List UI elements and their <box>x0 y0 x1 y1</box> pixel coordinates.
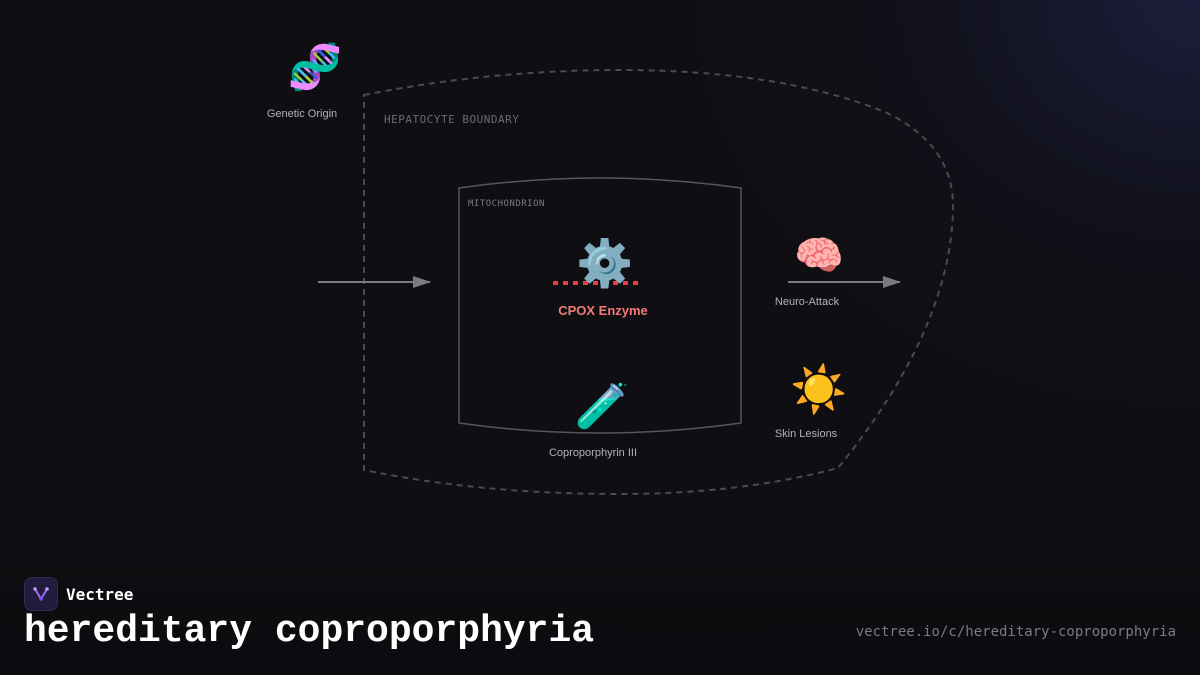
skin-lesions-label: Skin Lesions <box>774 428 838 440</box>
mitochondrion-boundary <box>458 177 742 434</box>
vectree-logo-icon <box>33 587 49 601</box>
cpox-enzyme-label: CPOX Enzyme <box>558 303 648 318</box>
page-url[interactable]: vectree.io/c/hereditary-coproporphyria <box>855 624 1176 640</box>
brand-name: Vectree <box>66 584 134 604</box>
brain-icon: 🧠 <box>794 233 844 279</box>
brand-logo-icon <box>24 577 58 611</box>
brand[interactable]: Vectree <box>24 577 133 611</box>
dna-icon: 🧬 <box>287 42 343 93</box>
test-tube-icon: 🧪 <box>574 381 630 432</box>
coproporphyrin-label: Coproporphyrin III <box>548 447 638 459</box>
gear-icon: ⚙️ <box>576 236 634 290</box>
sun-icon: ☀️ <box>790 362 848 416</box>
genetic-origin-label: Genetic Origin <box>266 108 338 120</box>
page-title: hereditary coproporphyria <box>24 610 595 653</box>
neuro-attack-label: Neuro-Attack <box>774 296 840 308</box>
hepatocyte-boundary <box>363 68 955 496</box>
hepatocyte-boundary-label: HEPATOCYTE BOUNDARY <box>384 113 520 126</box>
mitochondrion-label: MITOCHONDRION <box>468 199 545 209</box>
